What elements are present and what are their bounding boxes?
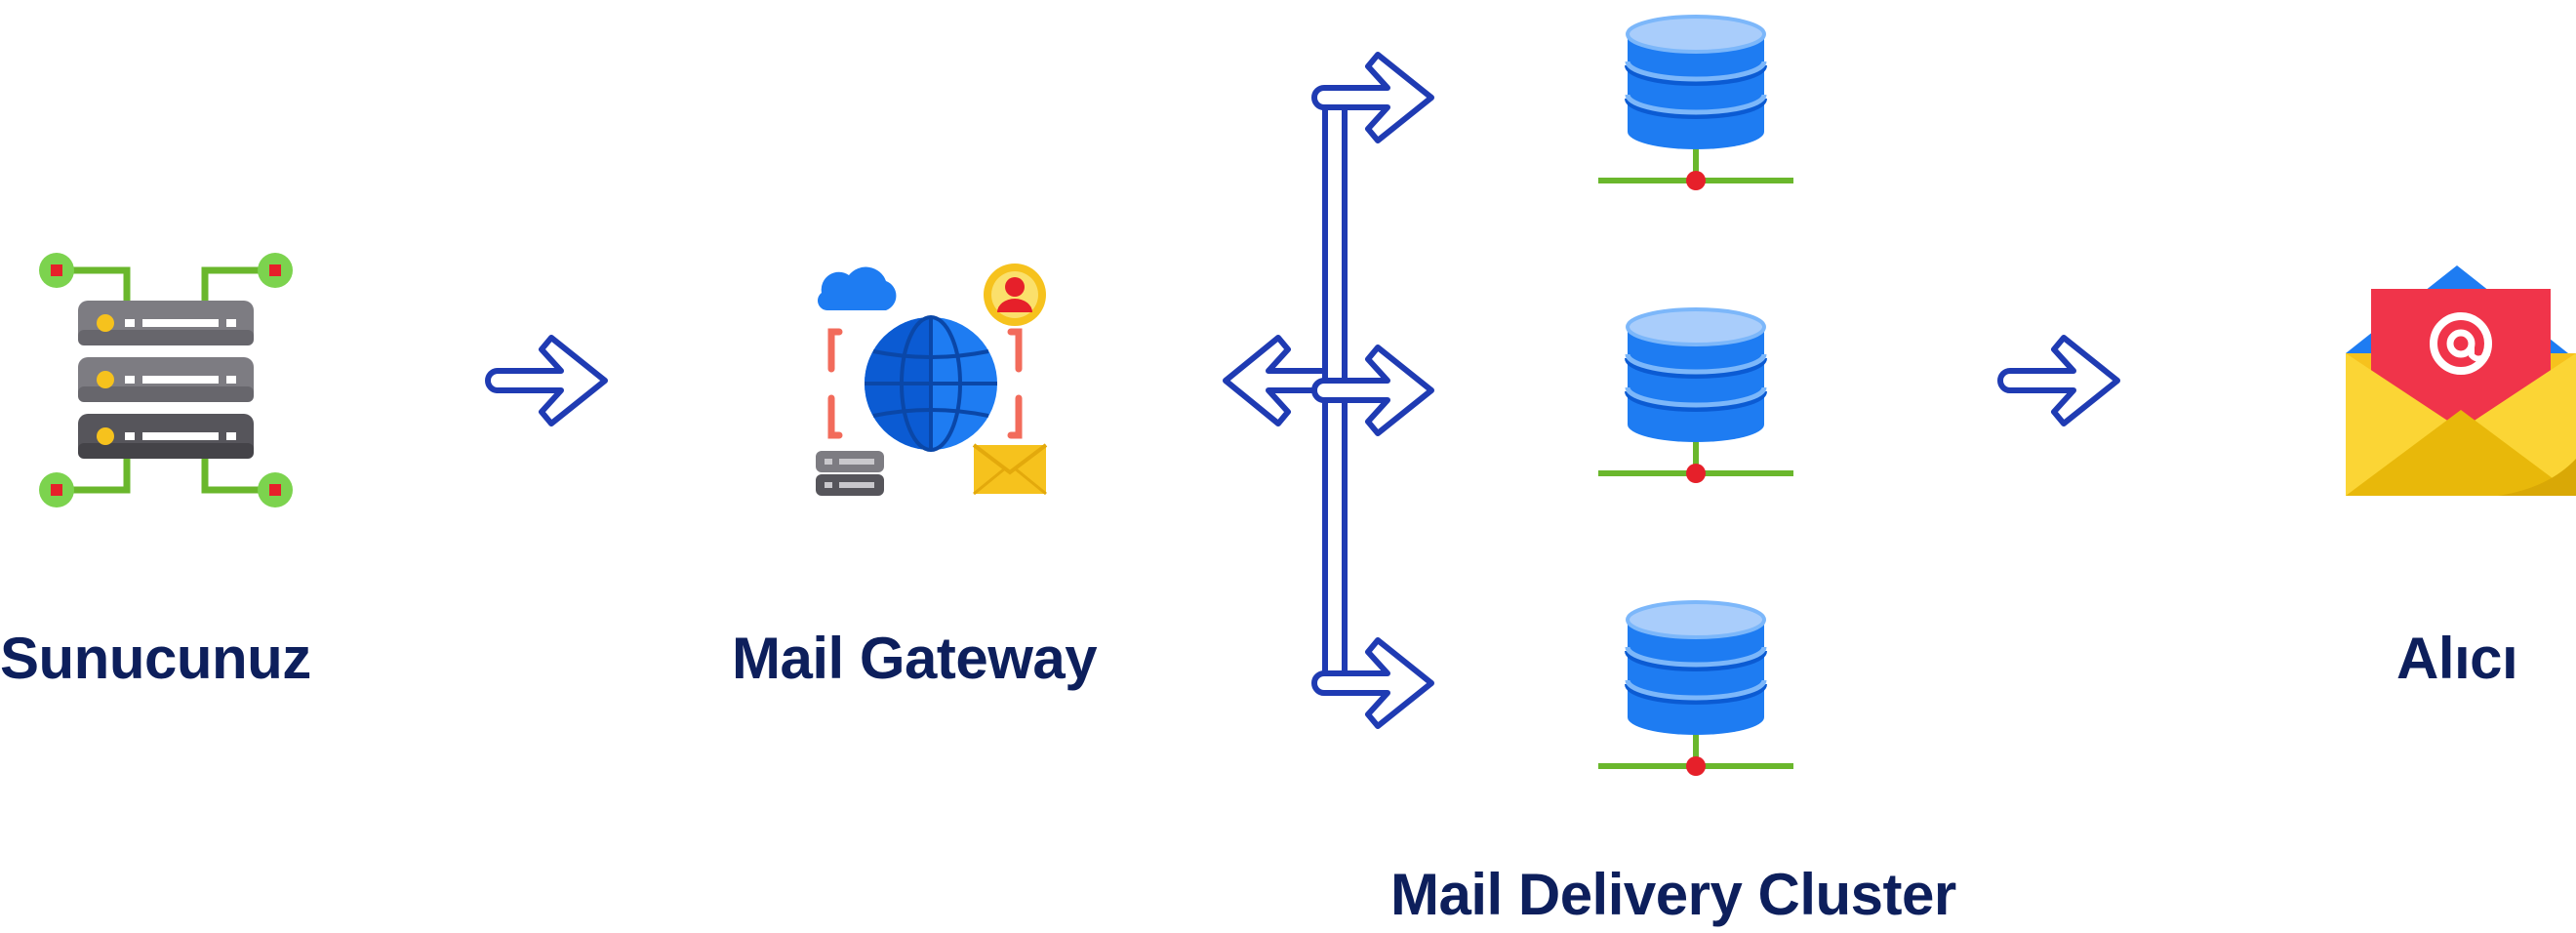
server-label: Sunucunuz bbox=[0, 626, 311, 691]
globe-network-icon bbox=[816, 264, 1048, 496]
arrow-right-icon bbox=[488, 338, 605, 424]
server-rack-icon bbox=[39, 253, 293, 507]
database-icon bbox=[1598, 309, 1793, 483]
cluster-label: Mail Delivery Cluster bbox=[1390, 862, 1956, 927]
database-icon bbox=[1598, 602, 1793, 776]
recipient-label: Alıcı bbox=[2396, 626, 2518, 691]
gateway-label: Mail Gateway bbox=[732, 626, 1098, 691]
database-icon bbox=[1598, 17, 1793, 190]
arrow-right-icon bbox=[2000, 338, 2117, 424]
envelope-at-icon bbox=[2346, 265, 2576, 496]
